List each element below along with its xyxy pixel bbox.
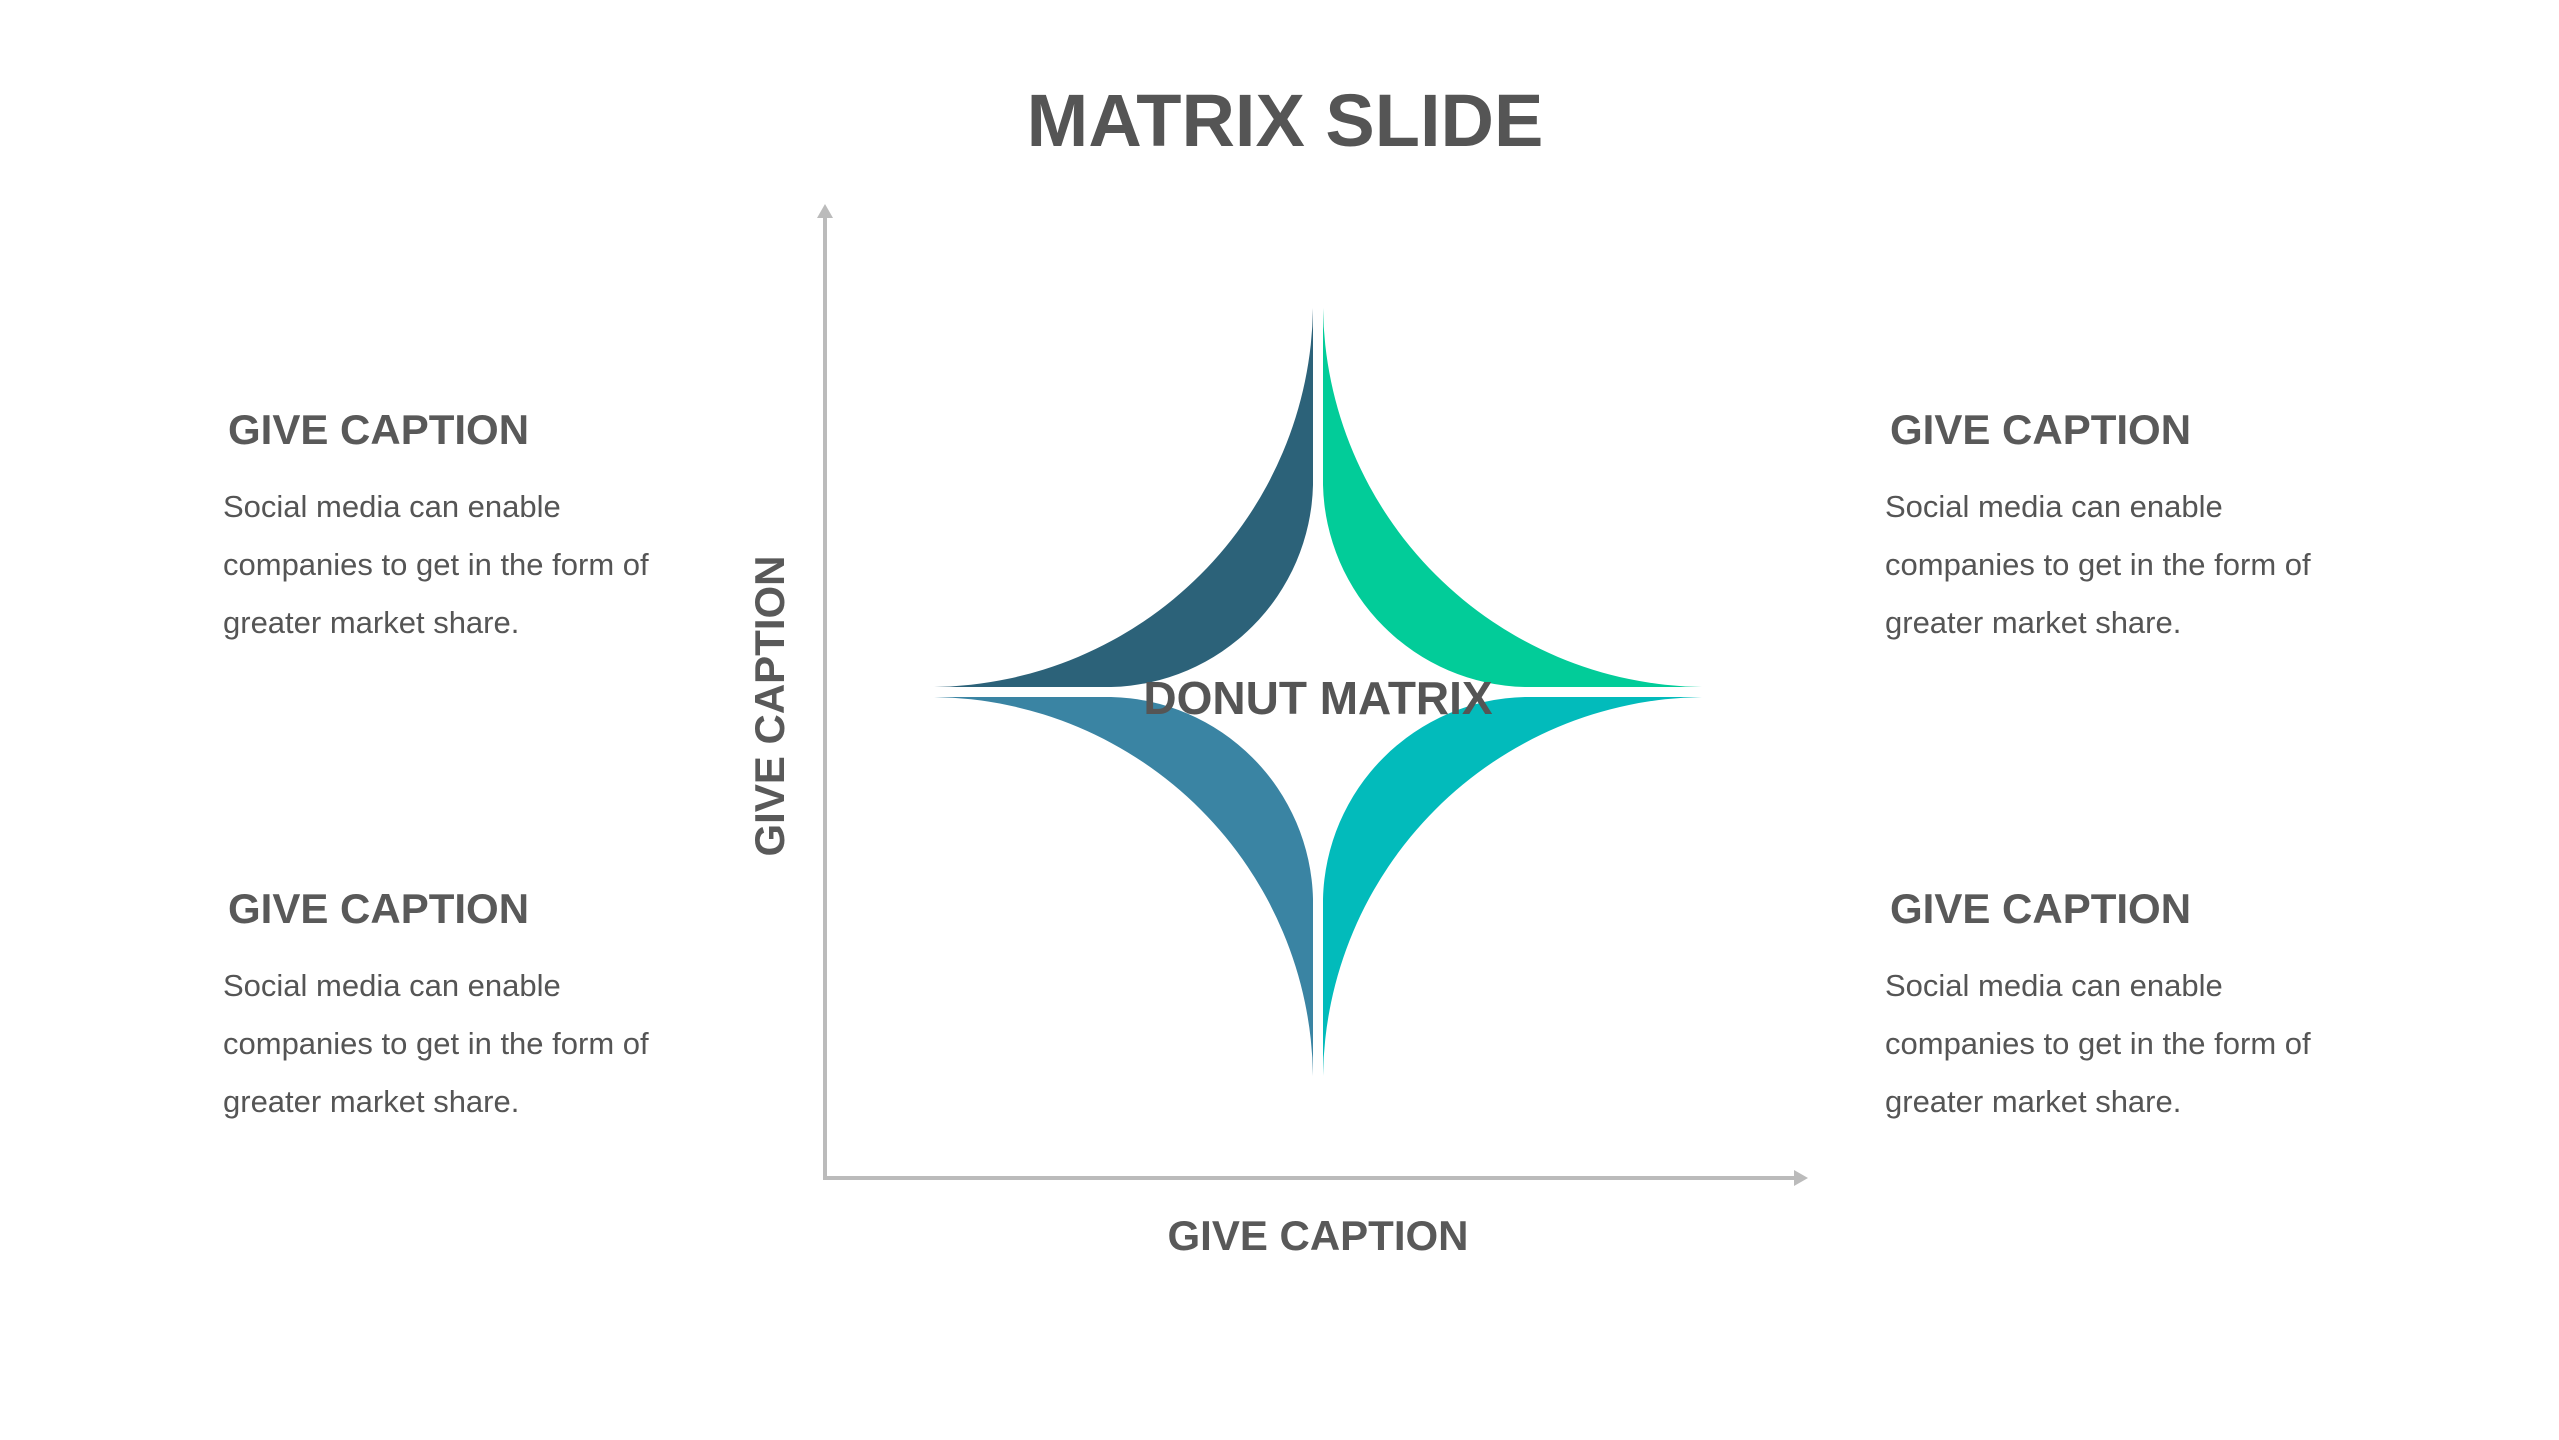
- donut-segment-top-left: [934, 308, 1313, 687]
- y-axis-label: GIVE CAPTION: [746, 555, 793, 857]
- caption-text-bottom-right: Social media can enable companies to get…: [1885, 968, 2311, 1119]
- y-axis-arrow-icon: [817, 204, 833, 218]
- donut: [934, 308, 1702, 1076]
- donut-segment-bottom-right: [1323, 697, 1702, 1076]
- donut-segment-bottom-left: [934, 697, 1313, 1076]
- donut-center-label: DONUT MATRIX: [1143, 672, 1493, 724]
- caption-heading-top-left: GIVE CAPTION: [228, 406, 530, 453]
- x-axis-arrow-icon: [1794, 1170, 1808, 1186]
- x-axis-label: GIVE CAPTION: [1167, 1212, 1469, 1259]
- axes: [817, 204, 1808, 1186]
- caption-heading-bottom-right: GIVE CAPTION: [1890, 885, 2192, 932]
- caption-heading-bottom-left: GIVE CAPTION: [228, 885, 530, 932]
- caption-text-bottom-left: Social media can enable companies to get…: [223, 968, 649, 1119]
- caption-text-top-right: Social media can enable companies to get…: [1885, 489, 2311, 640]
- caption-heading-top-right: GIVE CAPTION: [1890, 406, 2192, 453]
- caption-text-top-left: Social media can enable companies to get…: [223, 489, 649, 640]
- slide-title: MATRIX SLIDE: [1026, 79, 1544, 162]
- donut-segment-top-right: [1323, 308, 1702, 687]
